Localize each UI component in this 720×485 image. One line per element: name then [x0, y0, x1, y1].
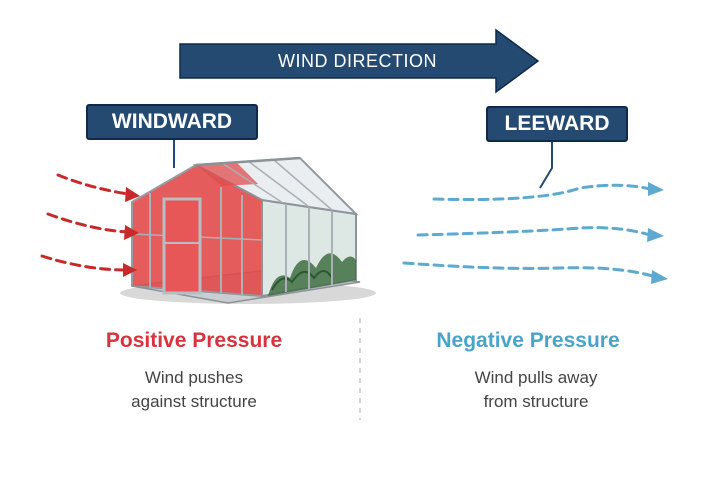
dashed-arrow-icon	[647, 228, 664, 242]
windward-label: WINDWARD	[86, 104, 258, 140]
wind-direction-arrow	[179, 28, 540, 94]
wind-direction-label: WIND DIRECTION	[278, 50, 437, 71]
dashed-arrow-icon	[124, 225, 139, 240]
incoming-wind-arrow-1	[56, 173, 130, 196]
positive-pressure-heading: Positive Pressure	[105, 329, 283, 352]
outgoing-wind-arrow-1	[432, 183, 652, 202]
incoming-wind-arrows	[40, 173, 130, 272]
outgoing-wind-arrowheads	[647, 182, 668, 284]
outgoing-wind-arrows	[402, 183, 658, 279]
leeward-label: LEEWARD	[486, 106, 628, 142]
leeward-leader-line	[539, 142, 553, 189]
incoming-wind-arrowheads	[123, 187, 140, 277]
incoming-wind-arrow-3	[40, 254, 128, 272]
negative-pressure-heading: Negative Pressure	[436, 329, 620, 352]
positive-description-line-2: against structure	[131, 392, 257, 411]
negative-pressure-description: Wind pulls away from structure	[386, 366, 686, 414]
dashed-arrow-icon	[648, 182, 664, 196]
dashed-arrow-icon	[651, 270, 668, 284]
negative-description-line-2: from structure	[483, 392, 589, 411]
outgoing-wind-arrow-3	[402, 261, 658, 279]
negative-description-line-1: Wind pulls away	[474, 368, 598, 387]
dashed-arrow-icon	[125, 187, 140, 202]
incoming-wind-arrow-2	[46, 212, 130, 234]
outgoing-wind-arrow-2	[416, 226, 652, 237]
positive-description-line-1: Wind pushes	[144, 368, 244, 387]
greenhouse-icon	[120, 156, 376, 304]
dashed-arrow-icon	[123, 263, 137, 277]
positive-pressure-description: Wind pushes against structure	[44, 366, 344, 414]
